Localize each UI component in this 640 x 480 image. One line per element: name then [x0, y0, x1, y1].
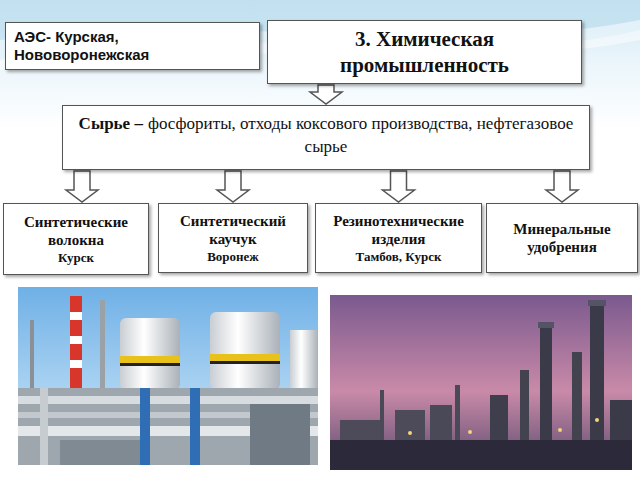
- text-box: Минеральные удобрения: [486, 203, 638, 273]
- box-text: Синтетический каучук: [163, 212, 303, 248]
- box-text: Синтетические волокна: [8, 213, 144, 249]
- box-subtext: Курск: [58, 249, 94, 266]
- text-box: Сырье – фосфориты, отходы коксового произ…: [62, 105, 590, 170]
- block-arrow: [66, 171, 98, 202]
- box-text: АЭС- Курская, Нововоронежская: [14, 28, 251, 64]
- box-text: 3. Химическая промышленность: [302, 26, 547, 78]
- box-subtext: Тамбов, Курск: [356, 248, 442, 265]
- block-arrow: [383, 171, 415, 202]
- box-text: Резинотехнические изделия: [320, 212, 477, 248]
- block-arrow: [310, 85, 342, 104]
- text-box: Синтетические волокнаКурск: [3, 203, 149, 275]
- plant-photo: [18, 287, 318, 465]
- heading-box: 3. Химическая промышленность: [267, 20, 582, 84]
- box-subtext: Воронеж: [207, 248, 259, 265]
- text-box: Резинотехнические изделияТамбов, Курск: [315, 203, 482, 273]
- box-subtext: фосфориты, отходы коксового производства…: [148, 114, 573, 156]
- block-arrow: [546, 171, 578, 202]
- text-box: Синтетический каучукВоронеж: [158, 203, 308, 273]
- box-text: Минеральные удобрения: [491, 220, 633, 256]
- refinery-photo: [330, 295, 632, 470]
- block-arrow: [217, 171, 249, 202]
- text-box: АЭС- Курская, Нововоронежская: [5, 22, 260, 70]
- box-text: Сырье –: [79, 114, 143, 133]
- text-line: Сырье – фосфориты, отходы коксового произ…: [77, 112, 575, 158]
